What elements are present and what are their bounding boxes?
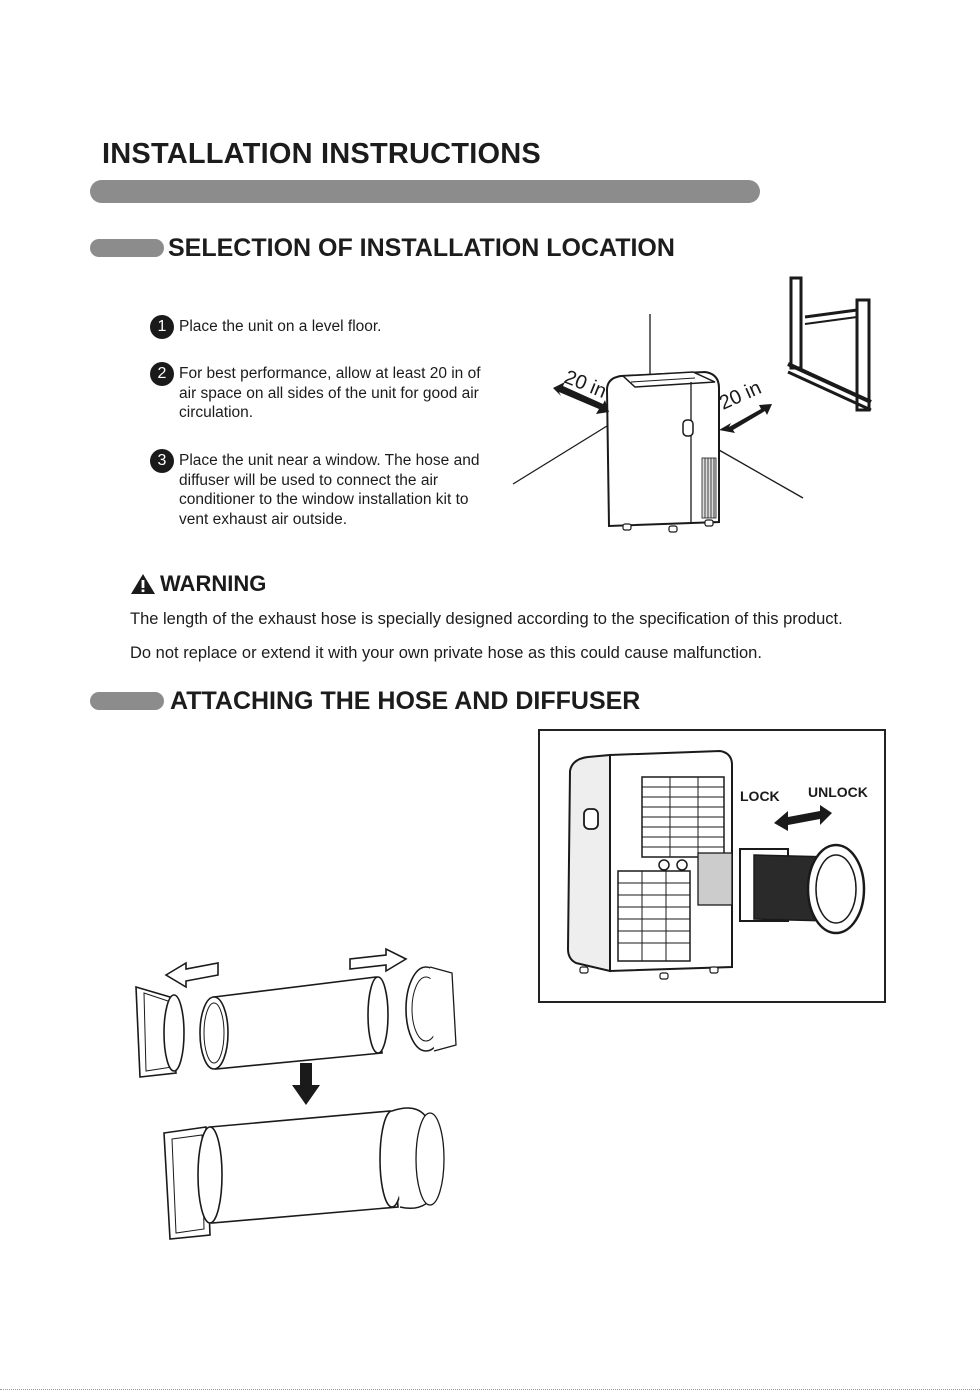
step-text: For best performance, allow at least 20 … [179,365,481,421]
hose-assembly-illustration [135,947,457,1240]
page-title: INSTALLATION INSTRUCTIONS [102,138,541,170]
double-arrow-right-icon [719,404,772,433]
clearance-label-right: 20 in [716,377,765,415]
step-number-badge: 1 [150,315,174,339]
warning-triangle-icon [131,574,155,594]
hose-attachment-figure-box: LOCK UNLOCK [538,729,886,1003]
lock-label: LOCK [740,788,780,804]
down-arrow-icon [292,1063,320,1105]
hollow-arrow-left-icon [164,961,219,989]
unit-clearance-illustration: 20 in 20 in [512,276,872,533]
unlock-label: UNLOCK [808,784,868,800]
air-conditioner-unit-illustration [605,370,720,533]
section-heading-location: SELECTION OF INSTALLATION LOCATION [168,234,675,262]
double-arrow-left-icon [553,382,609,414]
hollow-arrow-right-icon [349,947,408,973]
section-pill-marker [90,239,164,257]
step-number-badge: 2 [150,362,174,386]
warning-title-text: WARNING [160,571,267,596]
step-number-badge: 3 [150,449,174,473]
step-text: Place the unit on a level floor. [179,318,382,335]
warning-text-line: The length of the exhaust hose is specia… [130,610,843,628]
window-frame-illustration [787,276,872,412]
title-divider-bar [90,180,760,203]
warning-title: WARNING [130,570,266,598]
footer-divider [0,1389,980,1390]
lock-unlock-arrow-icon [774,805,832,831]
warning-text-line: Do not replace or extend it with your ow… [130,644,762,662]
unit-back-hose-illustration: LOCK UNLOCK [566,749,868,980]
section-heading-hose: ATTACHING THE HOSE AND DIFFUSER [170,687,641,715]
section-pill-marker [90,692,164,710]
step-text: Place the unit near a window. The hose a… [179,452,480,528]
